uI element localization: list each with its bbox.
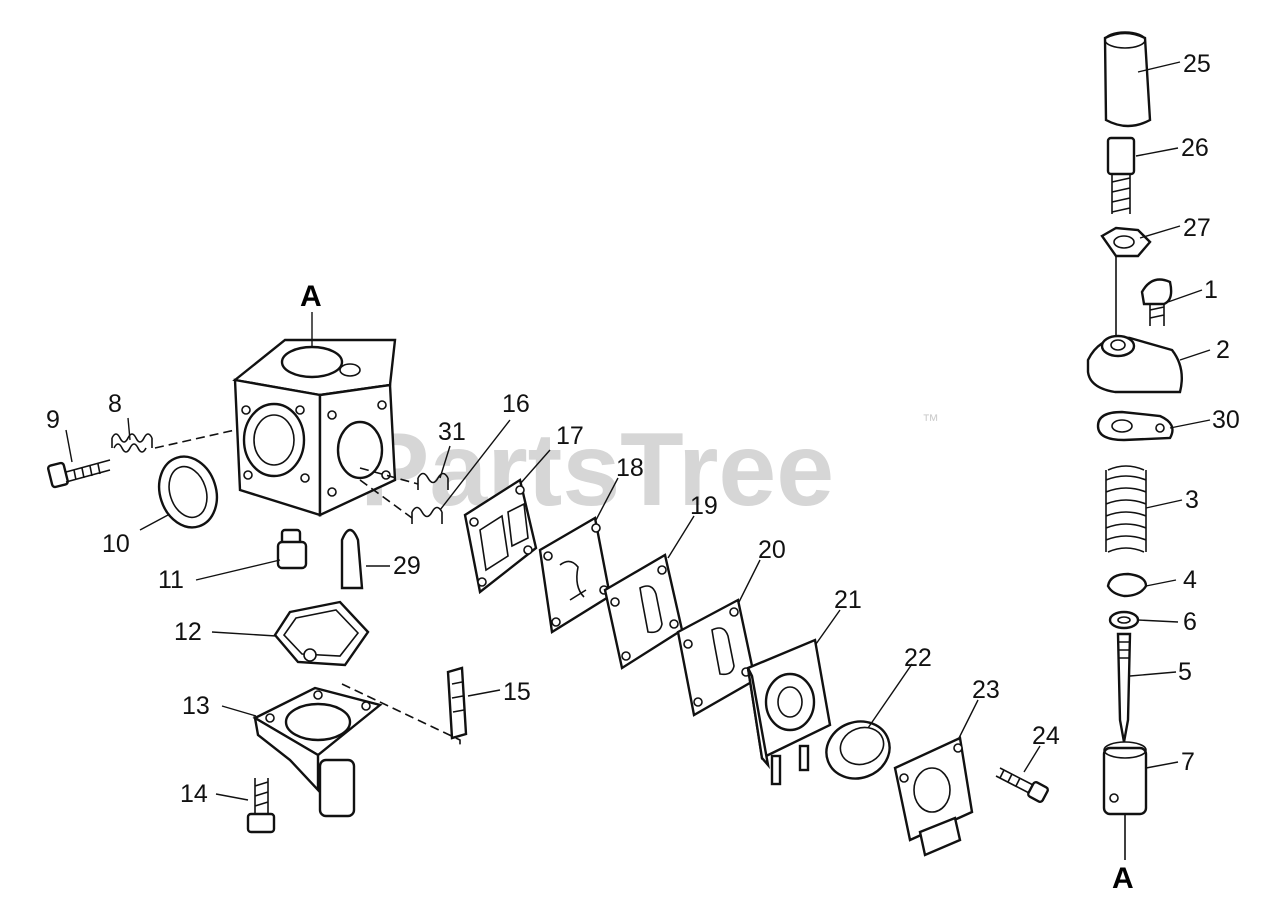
callout-14[interactable]: 14 — [180, 780, 208, 808]
adjusting-spring-8[interactable] — [111, 433, 153, 453]
callout-22[interactable]: 22 — [904, 644, 932, 672]
retainer-plate-23[interactable] — [893, 736, 974, 857]
callout-13[interactable]: 13 — [182, 692, 210, 720]
callout-numbers: 25 26 27 1 2 30 3 4 6 5 7 8 9 10 11 29 1… — [46, 50, 1240, 808]
adjust-screw-26[interactable] — [1106, 136, 1136, 214]
screw-14[interactable] — [246, 778, 276, 834]
callout-2[interactable]: 2 — [1216, 336, 1230, 364]
callout-27[interactable]: 27 — [1183, 214, 1211, 242]
gasket-30[interactable] — [1096, 410, 1174, 442]
leader-lines — [65, 61, 1211, 801]
gasket-17[interactable] — [463, 478, 538, 595]
callout-16[interactable]: 16 — [502, 390, 530, 418]
carburetor-body[interactable] — [232, 338, 397, 517]
callout-20[interactable]: 20 — [758, 536, 786, 564]
reference-mark-bottom: A — [1112, 862, 1134, 895]
watermark-trademark: ™ — [922, 411, 939, 430]
screw-1[interactable] — [1140, 278, 1173, 326]
seal-ring-10[interactable] — [150, 449, 226, 535]
gasket-19[interactable] — [603, 553, 684, 670]
inlet-fitting-11[interactable] — [276, 528, 308, 570]
callout-25[interactable]: 25 — [1183, 50, 1211, 78]
callout-19[interactable]: 19 — [690, 492, 718, 520]
callout-24[interactable]: 24 — [1032, 722, 1060, 750]
callout-23[interactable]: 23 — [972, 676, 1000, 704]
callout-21[interactable]: 21 — [834, 586, 862, 614]
spring-3[interactable] — [1105, 465, 1147, 553]
callout-31[interactable]: 31 — [438, 418, 466, 446]
callout-7[interactable]: 7 — [1181, 748, 1195, 776]
callout-11[interactable]: 11 — [158, 566, 184, 594]
callout-30[interactable]: 30 — [1212, 406, 1240, 434]
plug-29[interactable] — [340, 528, 364, 590]
callout-15[interactable]: 15 — [503, 678, 531, 706]
callout-8[interactable]: 8 — [108, 390, 122, 418]
lever-2[interactable] — [1086, 334, 1183, 394]
needle-5[interactable] — [1116, 632, 1132, 743]
nut-27[interactable] — [1100, 226, 1152, 258]
grip-25[interactable] — [1103, 31, 1152, 128]
pump-cover-21[interactable] — [746, 638, 832, 786]
adjusting-screw-9[interactable] — [47, 459, 111, 489]
filter-screen-15[interactable] — [446, 666, 468, 740]
primer-bulb-22[interactable] — [818, 713, 897, 788]
callout-3[interactable]: 3 — [1185, 486, 1199, 514]
diaphragm-20[interactable] — [676, 598, 757, 717]
callout-26[interactable]: 26 — [1181, 134, 1209, 162]
fuel-pump-body-13[interactable] — [252, 686, 383, 818]
clip-4[interactable] — [1106, 572, 1148, 598]
needle-holder-7[interactable] — [1102, 741, 1148, 816]
callout-17[interactable]: 17 — [556, 422, 584, 450]
diaphragm-18[interactable] — [538, 516, 612, 634]
e-ring-6[interactable] — [1108, 610, 1140, 630]
callout-18[interactable]: 18 — [616, 454, 644, 482]
callout-29[interactable]: 29 — [393, 552, 421, 580]
callout-1[interactable]: 1 — [1204, 276, 1218, 304]
callout-10[interactable]: 10 — [102, 530, 130, 558]
callout-4[interactable]: 4 — [1183, 566, 1197, 594]
callout-9[interactable]: 9 — [46, 406, 60, 434]
callout-12[interactable]: 12 — [174, 618, 202, 646]
callout-6[interactable]: 6 — [1183, 608, 1197, 636]
reference-mark-top: A — [300, 280, 322, 313]
screw-24[interactable] — [995, 767, 1049, 803]
gasket-12[interactable] — [273, 600, 370, 667]
callout-5[interactable]: 5 — [1178, 658, 1192, 686]
watermark-text: PartsTree — [360, 412, 834, 528]
